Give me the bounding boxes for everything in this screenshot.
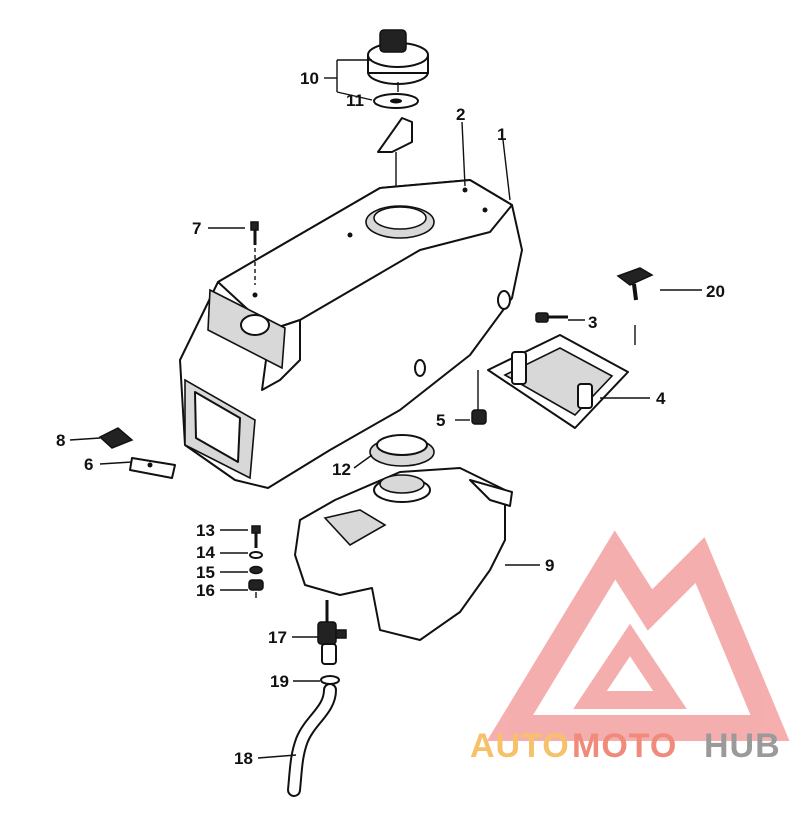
watermark-word-auto: AUTO <box>470 727 570 765</box>
grommet-16 <box>248 579 264 591</box>
callout-16: 16 <box>196 581 215 600</box>
filler-cap <box>367 29 429 92</box>
callout-7: 7 <box>192 219 201 238</box>
callout-1: 1 <box>497 125 506 144</box>
callout-4: 4 <box>656 389 666 408</box>
callout-14: 14 <box>196 543 215 562</box>
callout-19: 19 <box>270 672 289 691</box>
plate-6 <box>129 457 176 479</box>
plate-6-hole <box>147 462 153 468</box>
fuel-valve-17 <box>317 600 347 665</box>
fuel-tank-9 <box>294 467 513 641</box>
callout-17: 17 <box>268 628 287 647</box>
callout-8: 8 <box>56 431 65 450</box>
bolt-13 <box>251 525 261 548</box>
knob-20 <box>616 267 654 301</box>
hose-clamp-19 <box>320 675 340 685</box>
callout-leaders <box>69 59 702 759</box>
callout-18: 18 <box>234 749 253 768</box>
cap-gasket-hole <box>390 98 402 104</box>
watermark-word-hub: HUB <box>704 727 781 765</box>
callout-5: 5 <box>436 411 445 430</box>
callout-9: 9 <box>545 556 554 575</box>
callout-6: 6 <box>84 455 93 474</box>
callout-15: 15 <box>196 563 215 582</box>
callout-13: 13 <box>196 521 215 540</box>
callout-20: 20 <box>706 282 725 301</box>
callout-10: 10 <box>300 69 319 88</box>
watermark-logo-icon <box>486 530 790 741</box>
callout-3: 3 <box>588 313 597 332</box>
callout-11: 11 <box>346 91 364 110</box>
callout-2: 2 <box>456 105 465 124</box>
watermark-word-moto: MOTO <box>572 727 677 765</box>
callout-12: 12 <box>332 460 351 479</box>
tank-cover <box>179 179 523 489</box>
bracket-4 <box>487 325 636 429</box>
washer-15 <box>249 565 263 575</box>
screw-3 <box>535 312 568 323</box>
washer-14 <box>249 551 263 559</box>
cap-bracket <box>377 117 413 153</box>
screw-7 <box>250 221 259 285</box>
tank-seal-12 <box>369 434 435 467</box>
grommet-5 <box>471 370 487 425</box>
clip-8 <box>98 427 134 449</box>
